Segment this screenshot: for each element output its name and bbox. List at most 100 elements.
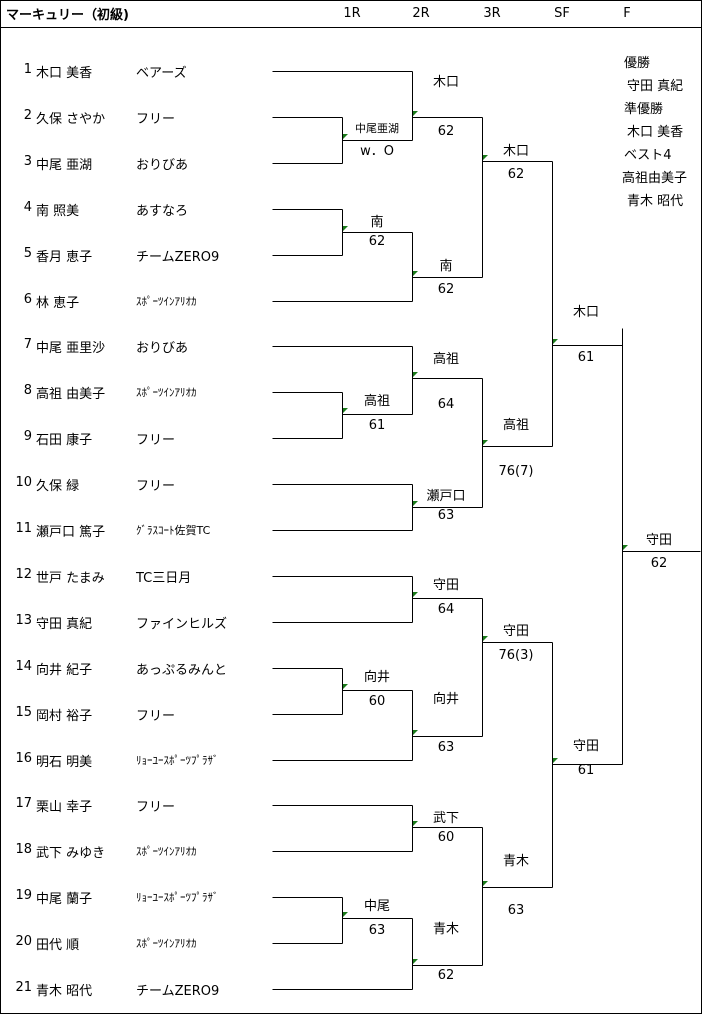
champion-label: 優勝 (624, 56, 651, 71)
player-number: 6 (23, 292, 32, 307)
player-club: チームZERO9 (136, 984, 220, 999)
player-number: 9 (23, 429, 32, 444)
player-name: 岡村 裕子 (36, 709, 93, 724)
r2-match-h-score: 62 (437, 968, 455, 983)
player-number: 20 (15, 934, 32, 949)
r2-match-e-winner: 守田 (432, 578, 460, 593)
winner-marker (413, 501, 418, 506)
r3-match-c-winner: 守田 (502, 624, 530, 639)
player-number: 1 (23, 62, 32, 77)
winner-marker (413, 372, 418, 377)
r2-match-a-winner: 木口 (432, 75, 460, 90)
player-club: あっぷるみんと (136, 663, 228, 678)
player-club: フリー (136, 800, 176, 815)
winner-marker (343, 912, 348, 917)
sf-match-a-score: 61 (577, 350, 595, 365)
r2-match-h-winner: 青木 (432, 922, 460, 937)
r3-match-d-winner: 青木 (502, 854, 530, 869)
winner-marker (343, 134, 348, 139)
r2-match-b-score: 62 (437, 282, 455, 297)
round-header-f: F (623, 6, 631, 21)
player-name: 青木 昭代 (36, 984, 93, 999)
champion-name: 守田 真紀 (627, 79, 684, 94)
player-number: 8 (23, 383, 32, 398)
r1-match-2-3-winner: 中尾亜湖 (355, 122, 399, 135)
player-name: 木口 美香 (36, 66, 93, 81)
r1-match-14-15-score: 60 (368, 694, 386, 709)
player-club: ｸﾞﾗｽｺｰﾄ佐賀TC (136, 524, 211, 537)
r1-match-19-20-score: 63 (368, 923, 386, 938)
r3-match-a-winner: 木口 (502, 144, 530, 159)
player-number: 10 (15, 475, 32, 490)
player-number: 5 (23, 246, 32, 261)
player-number: 16 (15, 751, 32, 766)
player-club: おりびあ (136, 158, 189, 173)
r3-match-a-score: 62 (507, 167, 525, 182)
player-name: 中尾 亜湖 (36, 158, 93, 173)
player-club: おりびあ (136, 341, 189, 356)
winner-marker (413, 821, 418, 826)
player-club: あすなろ (136, 204, 189, 219)
r3-match-b-winner: 高祖 (502, 418, 530, 433)
player-club: チームZERO9 (136, 250, 220, 265)
player-name: 守田 真紀 (36, 617, 93, 632)
winner-marker (623, 545, 628, 550)
r1-match-2-3-score: w．O (360, 144, 394, 159)
winner-marker (413, 592, 418, 597)
player-number: 2 (23, 108, 32, 123)
r2-match-a-score: 62 (437, 124, 455, 139)
player-name: 栗山 幸子 (36, 800, 93, 815)
player-number: 11 (15, 521, 32, 536)
winner-marker (483, 155, 488, 160)
player-number: 13 (15, 613, 32, 628)
round-header-1r: 1R (343, 6, 361, 21)
winner-marker (343, 226, 348, 231)
player-name: 武下 みゆき (36, 846, 106, 861)
sf-match-b-score: 61 (577, 763, 595, 778)
player-club: フリー (136, 479, 176, 494)
player-club: ｽﾎﾟｰﾂｲﾝｱﾘｵｶ (136, 845, 197, 858)
player-number: 15 (15, 705, 32, 720)
sf-match-a-winner: 木口 (572, 305, 600, 320)
round-header-sf: SF (554, 6, 570, 21)
r2-match-g-score: 60 (437, 830, 455, 845)
winner-marker (483, 881, 488, 886)
r1-match-14-15-winner: 向井 (363, 670, 391, 685)
player-name: 中尾 蘭子 (36, 892, 93, 907)
player-club: フリー (136, 433, 176, 448)
player-name: 田代 順 (36, 938, 80, 953)
player-club: ｽﾎﾟｰﾂｲﾝｱﾘｵｶ (136, 937, 197, 950)
player-number: 4 (23, 200, 32, 215)
final-winner: 守田 (645, 533, 673, 548)
player-club: ﾘｮｰﾕｰｽﾎﾟｰﾂﾌﾟﾗｻﾞ (136, 891, 219, 904)
r3-match-b-score: 76(7) (498, 464, 534, 479)
winner-marker (413, 271, 418, 276)
player-number: 3 (23, 154, 32, 169)
player-club: ｽﾎﾟｰﾂｲﾝｱﾘｵｶ (136, 386, 197, 399)
player-name: 久保 さやか (36, 112, 106, 127)
player-name: 石田 康子 (36, 433, 93, 448)
final-score: 62 (650, 556, 668, 571)
best4-name-1: 高祖由美子 (622, 171, 688, 186)
player-club: フリー (136, 112, 176, 127)
player-club: ベアーズ (136, 66, 187, 81)
r1-match-8-9-winner: 高祖 (363, 394, 391, 409)
r1-match-8-9-score: 61 (368, 418, 386, 433)
winner-marker (413, 111, 418, 116)
r2-match-e-score: 64 (437, 602, 455, 617)
r3-match-d-score: 63 (507, 903, 525, 918)
r1-match-4-5-winner: 南 (370, 215, 384, 230)
player-number: 21 (15, 980, 32, 995)
r1-match-19-20-winner: 中尾 (363, 899, 391, 914)
player-number: 17 (15, 796, 32, 811)
round-header-2r: 2R (412, 6, 430, 21)
r2-match-g-winner: 武下 (432, 811, 460, 826)
best4-label: ベスト4 (624, 148, 672, 163)
best4-name-2: 青木 昭代 (627, 194, 684, 209)
r2-match-f-winner: 向井 (432, 692, 460, 707)
player-number: 7 (23, 337, 32, 352)
player-number: 18 (15, 842, 32, 857)
player-club: フリー (136, 709, 176, 724)
player-number: 14 (15, 659, 32, 674)
